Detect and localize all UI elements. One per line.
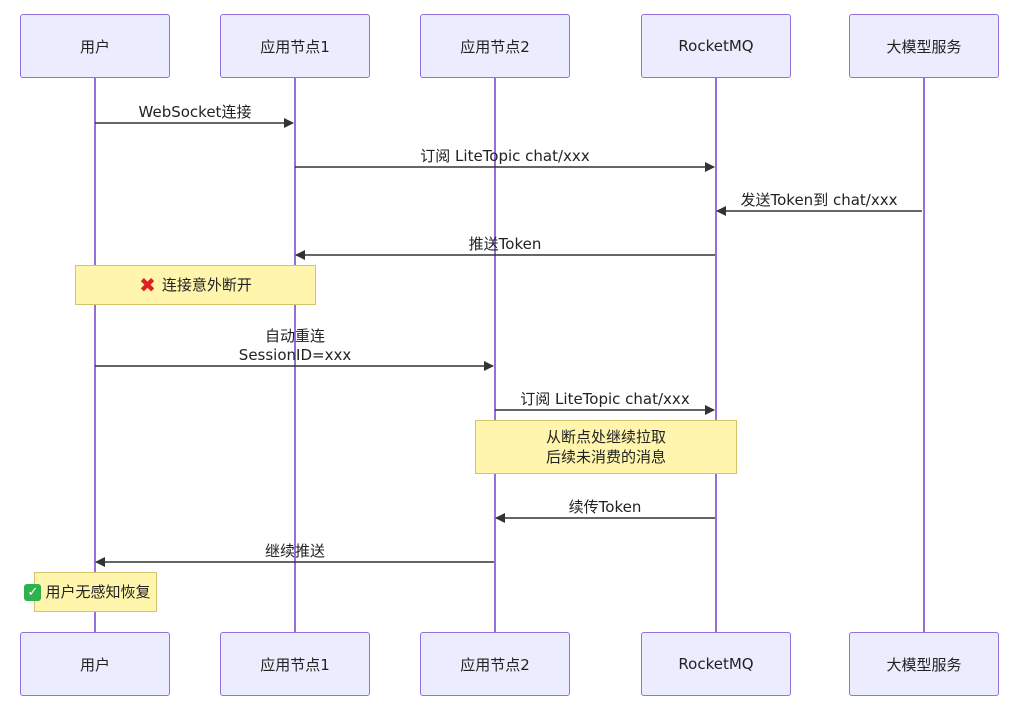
actor-label: 用户 (79, 655, 110, 674)
note-text: 用户无感知恢复 (45, 583, 151, 601)
message-text: 自动重连 (264, 327, 325, 345)
message-label: 自动重连 SessionID=xxx (95, 327, 495, 365)
lifeline-user (94, 78, 96, 632)
note-connection-lost: ✖ 连接意外断开 (75, 265, 316, 305)
message-text: 订阅 LiteTopic chat/xxx (420, 147, 590, 165)
actor-user-top: 用户 (20, 14, 170, 78)
message-text: 发送Token到 chat/xxx (740, 191, 898, 209)
lifeline-llm (923, 78, 925, 632)
actor-label: 应用节点1 (260, 655, 330, 674)
message-text: 订阅 LiteTopic chat/xxx (520, 390, 690, 408)
actor-label: 用户 (79, 37, 110, 56)
actor-llm-bottom: 大模型服务 (849, 632, 999, 696)
actor-label: RocketMQ (678, 37, 754, 55)
actor-node2-top: 应用节点2 (420, 14, 570, 78)
actor-label: RocketMQ (678, 655, 754, 673)
note-text: 连接意外断开 (161, 276, 252, 294)
lifeline-rocketmq (715, 78, 717, 632)
message-label: 订阅 LiteTopic chat/xxx (495, 390, 715, 409)
message-label: 发送Token到 chat/xxx (715, 191, 923, 210)
actor-llm-top: 大模型服务 (849, 14, 999, 78)
message-label: 订阅 LiteTopic chat/xxx (295, 147, 715, 166)
actor-label: 应用节点2 (460, 655, 530, 674)
cross-mark-icon: ✖ (139, 273, 156, 297)
message-label: 推送Token (295, 235, 715, 254)
lifeline-node2 (494, 78, 496, 632)
actor-node1-top: 应用节点1 (220, 14, 370, 78)
actor-user-bottom: 用户 (20, 632, 170, 696)
actor-label: 应用节点2 (460, 37, 530, 56)
message-text: SessionID=xxx (238, 346, 352, 364)
note-seamless-recovery: ✓ 用户无感知恢复 (24, 572, 157, 612)
note-text: 从断点处继续拉取 (545, 428, 666, 446)
note-resume-pull: 从断点处继续拉取 后续未消费的消息 (475, 420, 737, 474)
message-label: WebSocket连接 (95, 103, 295, 122)
message-text: 继续推送 (264, 542, 325, 560)
message-label: 续传Token (495, 498, 715, 517)
actor-node1-bottom: 应用节点1 (220, 632, 370, 696)
actor-node2-bottom: 应用节点2 (420, 632, 570, 696)
actor-label: 大模型服务 (886, 655, 962, 674)
actor-rocketmq-bottom: RocketMQ (641, 632, 791, 696)
lifeline-node1 (294, 78, 296, 632)
message-text: 续传Token (568, 498, 642, 516)
actor-label: 应用节点1 (260, 37, 330, 56)
note-text: 后续未消费的消息 (545, 448, 666, 466)
check-mark-icon: ✓ (24, 583, 42, 601)
message-text: WebSocket连接 (138, 103, 252, 121)
message-text: 推送Token (468, 235, 542, 253)
actor-rocketmq-top: RocketMQ (641, 14, 791, 78)
actor-label: 大模型服务 (886, 37, 962, 56)
message-label: 继续推送 (95, 542, 495, 561)
